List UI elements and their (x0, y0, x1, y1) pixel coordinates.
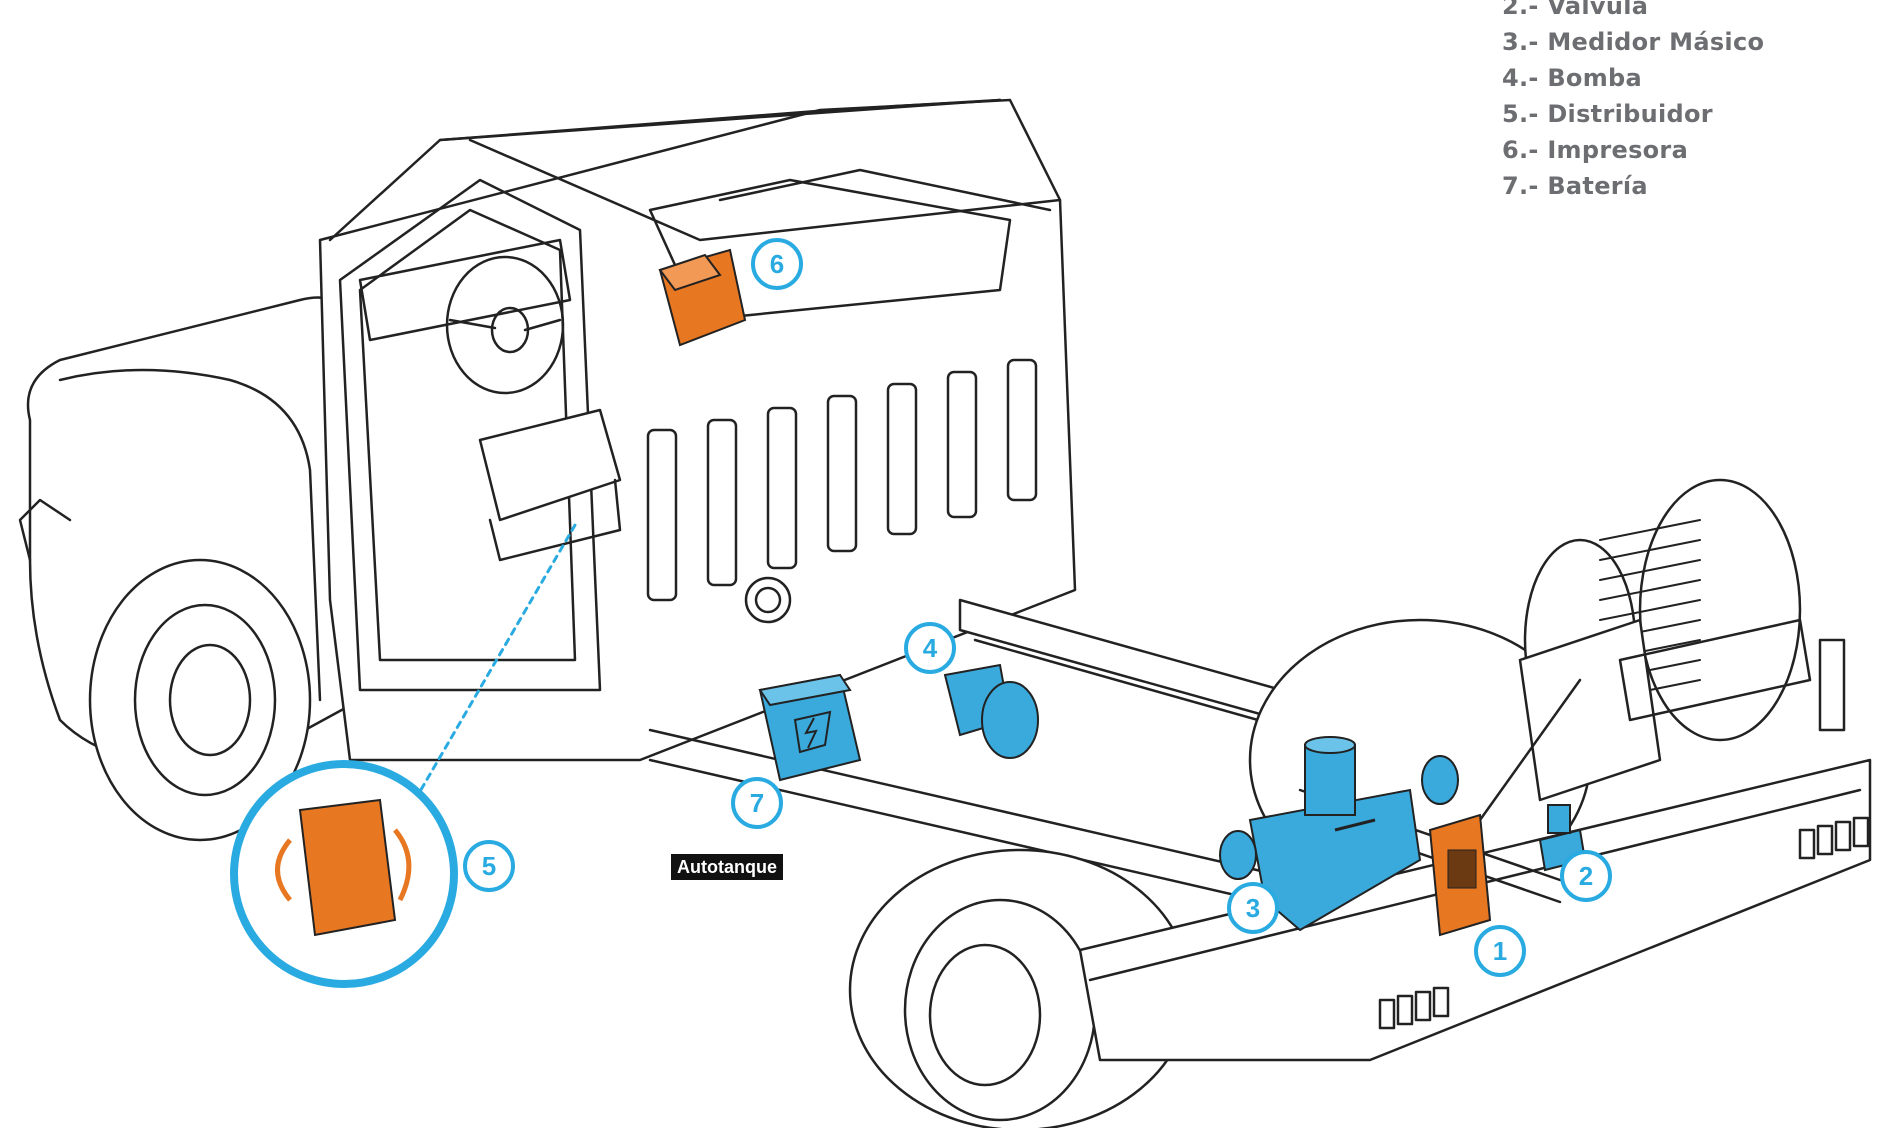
legend-item: 3.- Medidor Másico (1502, 24, 1764, 60)
pump-icon (945, 665, 1038, 758)
battery-icon (760, 675, 860, 780)
callout-2: 2 (1560, 850, 1612, 902)
callout-5: 5 (463, 840, 515, 892)
legend-item: 4.- Bomba (1502, 60, 1764, 96)
callout-3: 3 (1227, 882, 1279, 934)
keypad-terminal-icon (1430, 815, 1490, 935)
legend-item: 7.- Batería (1502, 168, 1764, 204)
legend-item: 2.- Valvula (1502, 0, 1764, 24)
callout-4: 4 (904, 622, 956, 674)
callout-7: 7 (731, 777, 783, 829)
legend-item: 5.- Distribuidor (1502, 96, 1764, 132)
callout-1: 1 (1474, 925, 1526, 977)
distributor-box-icon (234, 764, 454, 984)
callout-6: 6 (751, 238, 803, 290)
component-legend: 2.- Valvula 3.- Medidor Másico 4.- Bomba… (1502, 0, 1764, 204)
vehicle-label: Autotanque (671, 854, 783, 880)
legend-item: 6.- Impresora (1502, 132, 1764, 168)
